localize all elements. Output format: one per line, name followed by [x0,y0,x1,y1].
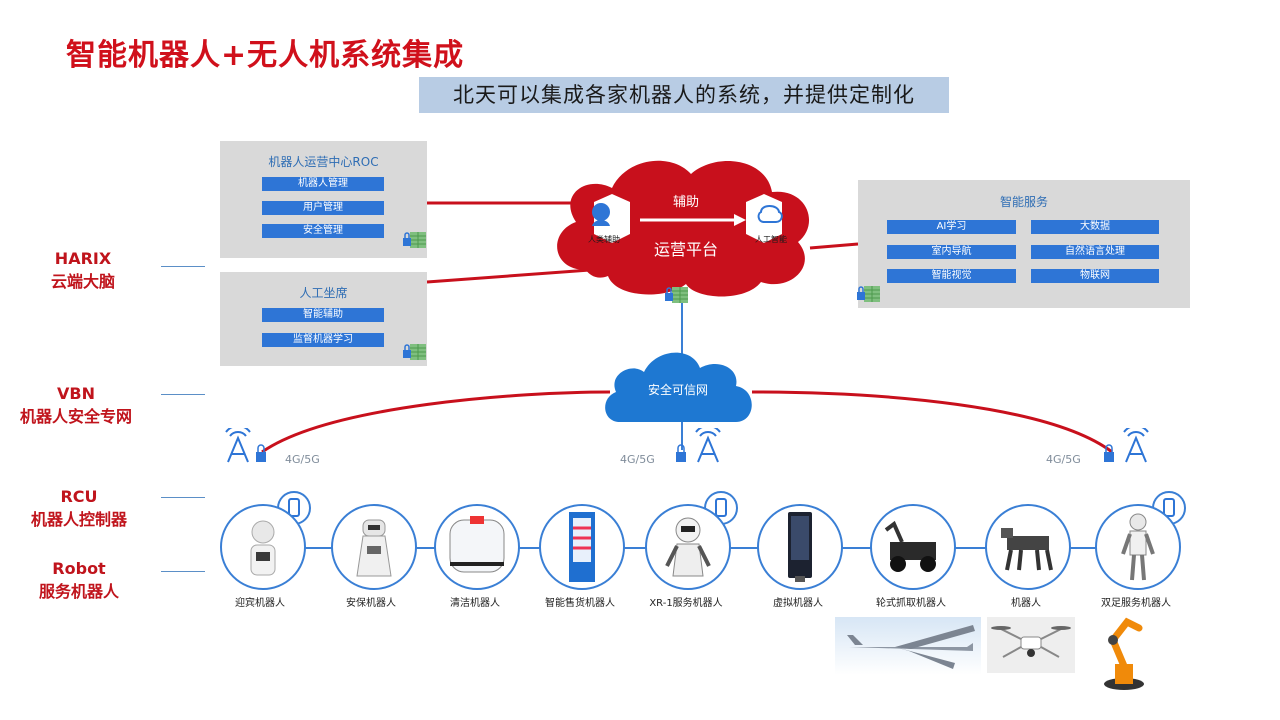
ops-platform-label: 运营平台 [654,240,718,259]
layer-robot: Robot 服务机器人 [16,557,142,603]
phone-icon [288,498,300,517]
industrial-arm-icon [1104,617,1144,690]
robot-reception[interactable] [220,504,306,590]
ai-label: 人工智能 [755,234,787,244]
network-label-left: 4G/5G [285,453,320,466]
layer-robot-line [161,571,205,572]
layer-robot-desc: 服务机器人 [38,582,119,601]
xr1-robot-icon [665,517,711,577]
cleaning-robot-icon [449,516,505,573]
user-body-icon [592,220,610,226]
smart-item-big-data[interactable]: 大数据 [1031,220,1159,234]
layer-vbn-line [161,394,205,395]
biped-robot-icon [1121,513,1155,581]
robot-label-vending: 智能售货机器人 [545,598,615,609]
left-wireless-link [261,390,611,454]
user-headset-icon [592,203,610,221]
firewall-icon [857,286,880,302]
robot-security[interactable] [331,504,417,590]
seat-link [426,268,591,284]
layer-robot-name: Robot [52,559,106,578]
firewall-icon [403,232,426,248]
seat-item-smart-assist[interactable]: 智能辅助 [262,308,384,322]
robot-quadruped[interactable] [985,504,1071,590]
smart-link [809,242,859,250]
virtual-robot-icon [788,512,812,582]
firewall-icon [665,287,688,303]
subtitle-banner: 北天可以集成各家机器人的系统，并提供定制化 [419,77,949,113]
quadcopter-drone-image [987,617,1075,673]
fixed-wing-drone-image [835,617,981,675]
robot-label-cleaning: 清洁机器人 [450,598,500,609]
humanoid-robot-icon [250,520,276,576]
roc-item-robot-management[interactable]: 机器人管理 [262,177,384,191]
seat-panel: 人工坐席 智能辅助 监督机器学习 [220,272,427,366]
antenna-tower-icon [225,428,266,463]
security-robot-icon [356,519,392,577]
layer-vbn-name: VBN [57,384,95,403]
layer-harix-line [161,266,205,267]
vending-robot-icon [569,512,595,582]
smart-item-iot[interactable]: 物联网 [1031,269,1159,283]
ops-platform-cloud: 辅助 人类辅助 人工智能 运营平台 [557,160,810,297]
robot-virtual[interactable] [757,504,843,590]
layer-rcu-name: RCU [60,487,98,506]
antenna-tower-icon [676,428,721,463]
antenna-tower-icon [1104,428,1149,463]
robot-biped[interactable] [1095,504,1181,590]
robot-label-reception: 迎宾机器人 [235,598,285,609]
network-label-right: 4G/5G [1046,453,1081,466]
robot-label-wheeled-grasping: 轮式抓取机器人 [876,598,946,609]
phone-icon [1163,498,1175,517]
brain-icon [757,205,783,223]
smart-item-ai-learning[interactable]: AI学习 [887,220,1016,234]
smart-item-nlp[interactable]: 自然语言处理 [1031,245,1159,259]
layer-rcu-line [161,497,205,498]
assist-label: 辅助 [673,195,699,210]
layer-rcu-desc: 机器人控制器 [30,510,127,529]
roc-panel-title: 机器人运营中心ROC [268,155,379,169]
smart-item-indoor-navigation[interactable]: 室内导航 [887,245,1016,259]
ops-cloud-shape [557,160,810,297]
firewall-icon [403,344,426,360]
robot-wheeled-grasping[interactable] [870,504,956,590]
human-assist-label: 人类辅助 [588,234,620,244]
secure-cloud-label: 安全可信网 [648,382,708,397]
roc-panel: 机器人运营中心ROC 机器人管理 用户管理 安全管理 [220,141,427,258]
layer-harix-desc: 云端大脑 [50,272,115,291]
layer-vbn: VBN 机器人安全专网 [6,382,146,428]
quadruped-robot-icon [1001,528,1053,571]
layer-harix-name: HARIX [54,249,112,268]
seat-panel-title: 人工坐席 [299,286,348,300]
robot-cleaning[interactable] [434,504,520,590]
quadcopter-drone-icon [991,626,1071,658]
robot-label-virtual: 虚拟机器人 [773,598,823,609]
smart-item-vision[interactable]: 智能视觉 [887,269,1016,283]
robot-xr1[interactable] [645,504,731,590]
robot-label-biped: 双足服务机器人 [1101,598,1171,609]
robot-label-xr1: XR-1服务机器人 [649,598,723,609]
robot-label-security: 安保机器人 [346,598,396,609]
page-title: 智能机器人+无人机系统集成 [66,38,465,73]
secure-network-cloud: 安全可信网 [605,352,752,422]
roc-item-user-management[interactable]: 用户管理 [262,201,384,215]
robot-label-quadruped: 机器人 [1011,598,1041,609]
robot-vending[interactable] [539,504,625,590]
assist-arrow-head [734,214,746,226]
phone-icon [715,498,727,517]
layer-harix: HARIX 云端大脑 [20,247,146,293]
fixed-wing-drone-icon [847,625,975,669]
layer-vbn-desc: 机器人安全专网 [19,407,132,426]
secure-cloud-shape [605,352,752,422]
wheeled-robot-icon [884,520,936,572]
industrial-arm-image [1097,612,1151,692]
right-wireless-link [751,390,1113,454]
seat-item-supervised-learning[interactable]: 监督机器学习 [262,333,384,347]
network-label-center: 4G/5G [620,453,655,466]
smart-service-panel: 智能服务 AI学习 大数据 室内导航 自然语言处理 智能视觉 物联网 [858,180,1190,308]
roc-item-security-management[interactable]: 安全管理 [262,224,384,238]
layer-rcu: RCU 机器人控制器 [16,485,142,531]
smart-panel-title: 智能服务 [999,195,1048,209]
